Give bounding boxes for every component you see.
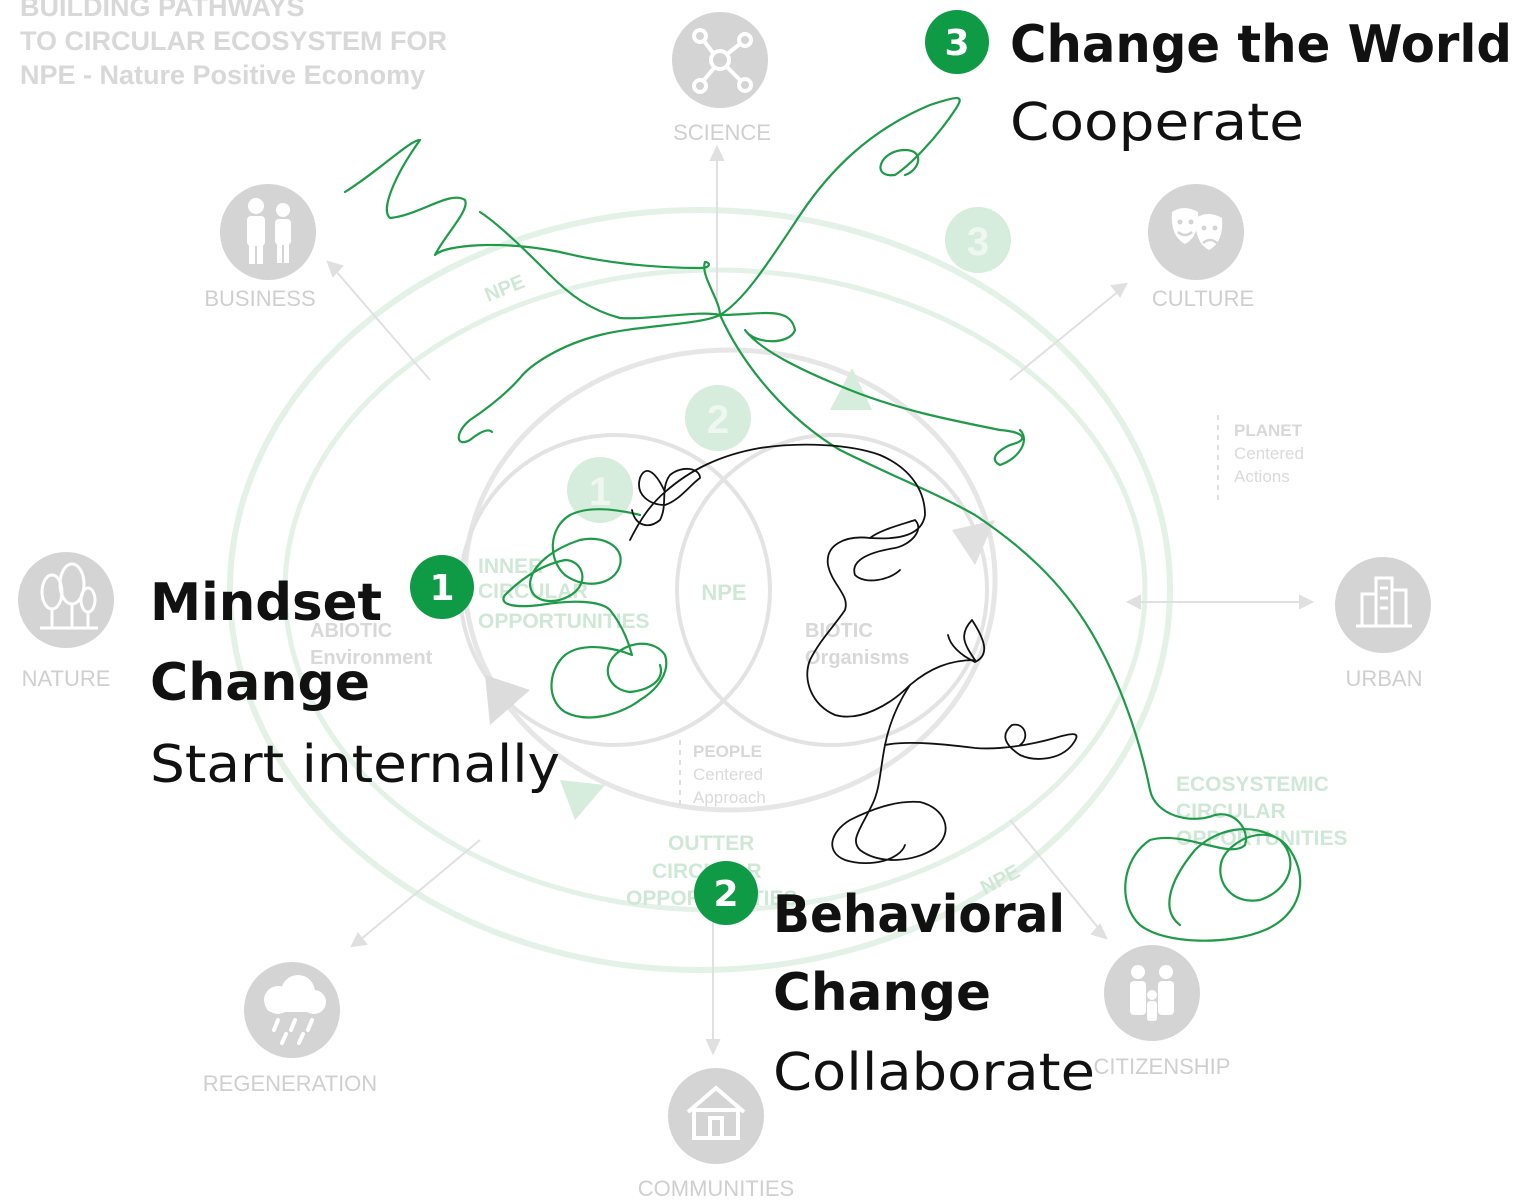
- step-2-number: 2: [713, 874, 738, 915]
- category-nodes: SCIENCE BUSINESS: [18, 12, 1431, 1201]
- header-line-2: TO CIRCULAR ECOSYSTEM FOR: [20, 26, 447, 56]
- step-1-badge: 1: [410, 555, 474, 619]
- culture-node: CULTURE: [1148, 184, 1254, 311]
- header-line-1: BUILDING PATHWAYS: [20, 0, 305, 22]
- business-label: BUSINESS: [204, 286, 315, 311]
- inner-opps-line-1: INNER: [478, 555, 543, 578]
- culture-masks-icon: [1148, 184, 1244, 280]
- green-scribble-path: [343, 97, 1302, 942]
- urban-node: URBAN: [1335, 557, 1431, 691]
- business-node: BUSINESS: [204, 184, 316, 311]
- step-titles: Mindset Change Start internally Behavior…: [150, 15, 1512, 1103]
- planet-sub-2: Actions: [1234, 467, 1290, 486]
- regeneration-label: REGENERATION: [203, 1071, 377, 1096]
- step-3-subtitle: Cooperate: [1010, 93, 1304, 153]
- biotic-circle: [675, 433, 989, 747]
- header-line-3: NPE - Nature Positive Economy: [20, 60, 425, 90]
- ring-numbers: 1 2 3: [567, 207, 1011, 523]
- regeneration-node: REGENERATION: [203, 962, 377, 1096]
- flow-triangles: [485, 368, 995, 820]
- communities-label: COMMUNITIES: [638, 1176, 794, 1201]
- science-node: SCIENCE: [672, 12, 771, 145]
- biotic-label: BIOTIC: [805, 620, 873, 642]
- urban-buildings-icon: [1335, 557, 1431, 653]
- inner-opps-line-3: OPPORTUNITIES: [478, 610, 650, 633]
- ring-number-3: 3: [967, 220, 989, 264]
- axis-arrows: [326, 144, 1315, 1056]
- outer-ring: [227, 207, 1173, 973]
- biotic-sub-label: Organisms: [805, 647, 909, 669]
- nature-label: NATURE: [22, 666, 111, 691]
- step-1-number: 1: [429, 568, 454, 609]
- planet-sub-1: Centered: [1234, 444, 1304, 463]
- people-label: PEOPLE: [693, 742, 762, 761]
- business-people-icon: [220, 184, 316, 280]
- ring-number-1: 1: [589, 470, 611, 514]
- planet-label: PLANET: [1234, 421, 1303, 440]
- citizenship-label: CITIZENSHIP: [1094, 1054, 1231, 1079]
- communities-node: COMMUNITIES: [638, 1068, 794, 1201]
- npe-top-label: NPE: [482, 271, 528, 307]
- step-2-badge: 2: [694, 861, 758, 925]
- eco-opps-line-3: OPPORTUNITIES: [1176, 827, 1348, 850]
- eco-opps-line-1: ECOSYSTEMIC: [1176, 773, 1329, 796]
- step-1-title-line-1: Mindset: [150, 573, 382, 633]
- science-network-icon: [672, 12, 768, 108]
- step-1-subtitle: Start internally: [150, 735, 560, 795]
- people-sub-2: Approach: [693, 788, 766, 807]
- step-1-title-line-2: Change: [150, 653, 370, 713]
- step-2-title-line-1: Behavioral: [773, 885, 1065, 945]
- nature-node: NATURE: [18, 552, 114, 691]
- citizenship-node: CITIZENSHIP: [1094, 945, 1231, 1079]
- ring-number-2: 2: [707, 398, 729, 442]
- abiotic-label: ABIOTIC: [310, 620, 392, 642]
- urban-label: URBAN: [1345, 666, 1422, 691]
- header-block: BUILDING PATHWAYS TO CIRCULAR ECOSYSTEM …: [20, 0, 447, 90]
- people-sub-1: Centered: [693, 765, 763, 784]
- step-2-subtitle: Collaborate: [773, 1043, 1095, 1103]
- science-label: SCIENCE: [673, 120, 771, 145]
- outter-opps-line-1: OUTTER: [668, 832, 754, 855]
- abiotic-sub-label: Environment: [310, 647, 433, 669]
- npe-center-label: NPE: [701, 580, 746, 605]
- culture-label: CULTURE: [1152, 286, 1254, 311]
- step-3-title: Change the World: [1010, 15, 1512, 75]
- step-2-title-line-2: Change: [773, 963, 991, 1023]
- step-3-number: 3: [944, 23, 969, 64]
- step-badges: 1 2 3: [410, 10, 989, 925]
- step-3-badge: 3: [925, 10, 989, 74]
- black-scribble-path: [629, 443, 1078, 864]
